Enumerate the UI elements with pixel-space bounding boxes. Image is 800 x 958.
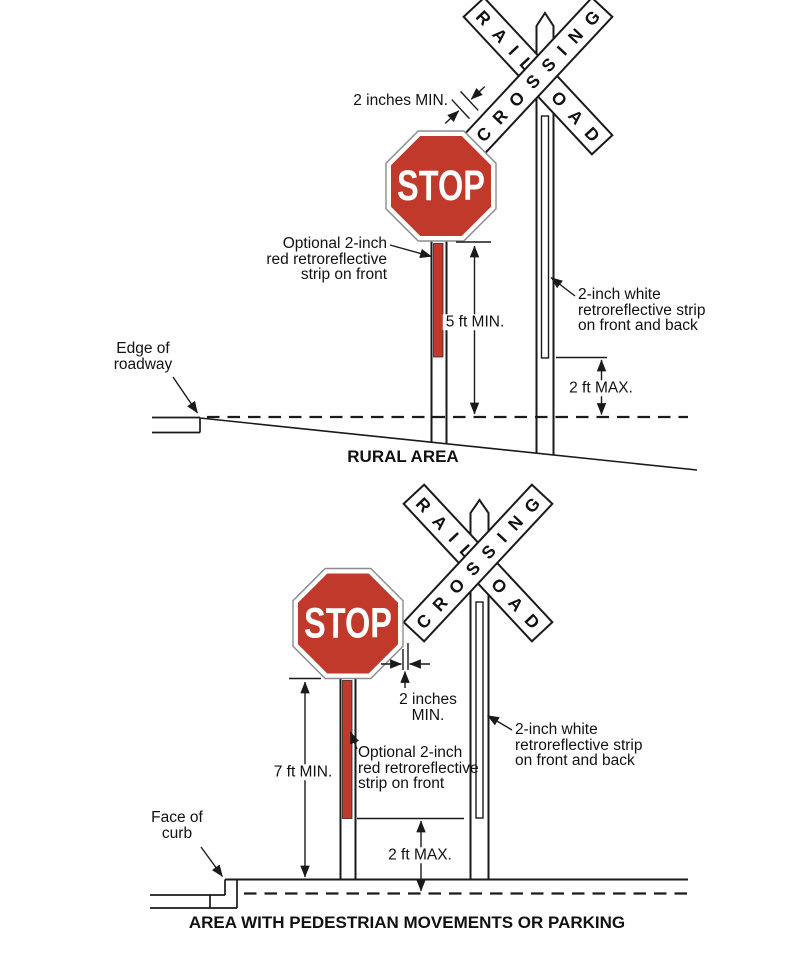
label-line: strip on front <box>300 266 387 283</box>
strip-bottom-dimension-label: 2 ft MAX. <box>566 380 636 396</box>
rural-dimensions <box>172 86 607 415</box>
ped-crossbuck-assembly: RAILROAD CROSSING <box>402 483 554 879</box>
pedestrian-area-caption: AREA WITH PEDESTRIAN MOVEMENTS OR PARKIN… <box>188 913 626 932</box>
height-dimension-label: 7 ft MIN. <box>270 764 336 780</box>
rural-stop-sign-assembly: STOP <box>385 130 497 444</box>
gap-dimension-label: 2 inches MIN. <box>348 692 508 723</box>
label-line: on front and back <box>578 317 698 334</box>
stop-sign-legend: STOP <box>397 162 485 210</box>
face-of-curb-label: Face of curb <box>117 810 237 841</box>
label-line: roadway <box>113 355 173 373</box>
white-strip-label: 2-inch white retroreflective strip on fr… <box>515 722 642 769</box>
red-retroreflective-strip <box>433 243 444 358</box>
roadway-slab-edge <box>152 416 201 434</box>
rural-roadway <box>152 415 698 471</box>
rural-area-figure: RAILROAD CROSSING STOP <box>152 0 698 471</box>
optional-red-strip-label: Optional 2-inch red retroreflective stri… <box>197 236 387 283</box>
leader-white-strip <box>487 714 513 731</box>
height-dimension-label: 5 ft MIN. <box>442 314 508 330</box>
leader-face-of-curb <box>200 846 224 877</box>
crossbuck-post-cap <box>535 11 555 50</box>
ped-stop-sign-assembly: STOP <box>292 567 404 879</box>
leader-edge-of-roadway <box>172 376 199 414</box>
height-dimension-5ft <box>456 241 491 415</box>
label-line: red retroreflective <box>358 759 479 777</box>
label-line: 2 inches <box>399 691 457 708</box>
label-line: strip on front <box>358 775 445 792</box>
white-retroreflective-strip <box>540 115 550 359</box>
label-line: curb <box>161 824 193 842</box>
leader-optional-strip <box>349 731 360 750</box>
shoulder-slope-line <box>199 417 698 471</box>
white-strip-label: 2-inch white retroreflective strip on fr… <box>578 287 705 334</box>
leader-optional-strip <box>389 244 432 259</box>
label-line: 2-inch white <box>515 721 598 738</box>
strip-bottom-dimension-label: 2 ft MAX. <box>385 847 455 863</box>
label-line: red retroreflective <box>266 250 387 268</box>
label-line: on front and back <box>515 752 635 769</box>
label-line: Optional 2-inch <box>282 235 387 252</box>
curb-and-sidewalk <box>150 878 688 909</box>
stop-sign-red-face <box>298 573 398 674</box>
label-line: Optional 2-inch <box>358 744 463 761</box>
label-line: MIN. <box>411 706 445 724</box>
label-line: retroreflective strip <box>578 301 706 319</box>
label-line: Face of <box>151 809 203 826</box>
optional-red-strip-label: Optional 2-inch red retroreflective stri… <box>358 745 479 792</box>
curb-profile <box>150 879 238 909</box>
gap-dimension <box>381 643 430 688</box>
edge-of-roadway-label: Edge of roadway <box>83 341 203 372</box>
crossbuck-post-cap <box>469 498 490 538</box>
gap-dimension-label: 2 inches MIN. <box>353 92 448 109</box>
label-line: 2-inch white <box>578 286 661 303</box>
rural-area-caption: RURAL AREA <box>347 447 459 466</box>
red-retroreflective-strip <box>342 680 353 819</box>
stop-sign-legend: STOP <box>304 600 392 648</box>
label-line: Edge of <box>116 340 170 357</box>
gap-dimension <box>444 86 486 124</box>
label-line: retroreflective strip <box>515 736 643 754</box>
stop-sign-red-face <box>391 136 491 236</box>
white-retroreflective-strip <box>475 601 484 819</box>
leader-white-strip <box>550 276 576 297</box>
